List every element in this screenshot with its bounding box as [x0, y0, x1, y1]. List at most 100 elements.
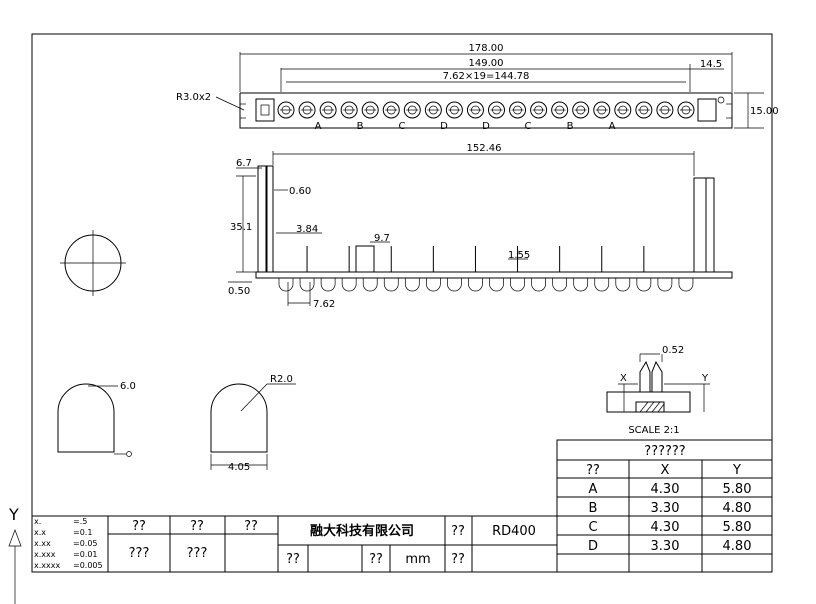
tol-5-label: x.xxxx	[34, 561, 60, 570]
tol-1-value: =.5	[73, 517, 87, 526]
scale-label: SCALE 2:1	[628, 425, 679, 436]
side-pin	[299, 246, 315, 292]
dim-small-height: 1.55	[508, 250, 530, 261]
pin-hole	[403, 101, 421, 119]
side-pin	[636, 246, 652, 292]
dim-tab-width: 3.84	[296, 224, 318, 235]
side-pin	[447, 278, 462, 292]
pin-tip-detail-2: R2.0 4.05	[210, 374, 296, 473]
coord-header-y: Y	[732, 463, 741, 478]
pin-hole	[382, 101, 400, 119]
pin-hole	[572, 101, 590, 119]
side-pin	[615, 278, 631, 292]
pin-hole	[361, 101, 379, 119]
tol-4-value: =0.01	[73, 550, 98, 559]
coordinate-table: ?????? ?? X Y A 4.30 5.80 B 3.30 4.80 C …	[556, 439, 773, 573]
coord-row-a-y: 5.80	[723, 482, 752, 497]
dim-side-height: 35.1	[230, 222, 252, 233]
pin-hole	[635, 101, 653, 119]
tol-2-value: =0.1	[73, 528, 92, 537]
tb-label-a: ??	[451, 524, 465, 539]
coord-row-b-label: B	[589, 501, 598, 516]
coord-row-c-x: 4.30	[651, 520, 680, 535]
tol-2-label: x.x	[34, 528, 46, 537]
dim-pin-height: 9.7	[374, 233, 390, 244]
dim-base: 0.50	[228, 286, 250, 297]
side-pin	[573, 278, 589, 292]
dim-radius-note: R3.0x2	[176, 92, 211, 103]
side-pin	[278, 278, 294, 292]
pin-hole	[466, 101, 484, 119]
pin-hole	[277, 101, 295, 119]
pin-hole	[530, 101, 548, 119]
pin-hole	[614, 101, 632, 119]
tb-header-2: ??	[190, 519, 204, 534]
pin-hole	[551, 101, 569, 119]
tb-label-d: ??	[451, 552, 465, 567]
dim-pitch: 7.62	[313, 299, 335, 310]
side-pin	[404, 278, 420, 292]
top-dimensions: 178.00 149.00 7.62×19=144.78 14.5 15.00 …	[176, 43, 779, 129]
side-pin	[426, 246, 441, 292]
side-pin	[552, 246, 567, 292]
pin-hole	[445, 101, 463, 119]
coord-row-b-y: 4.80	[723, 501, 752, 516]
tb-header-1: ??	[132, 519, 146, 534]
top-group-label: B	[567, 121, 574, 132]
dim-side-length: 152.46	[467, 143, 502, 154]
side-view	[255, 165, 733, 292]
tol-3-label: x.xx	[34, 539, 51, 548]
scale-detail: 0.52 X Y SCALE 2:1	[606, 345, 710, 436]
coord-header-x: X	[661, 463, 670, 478]
ucs-icon: Y	[8, 505, 22, 604]
top-group-label: D	[440, 121, 448, 132]
dim-pitch-formula: 7.62×19=144.78	[443, 71, 530, 82]
side-pin	[468, 246, 483, 292]
dim-side-offset: 6.7	[236, 158, 252, 169]
tb-row-1: ???	[129, 546, 150, 561]
top-group-label: C	[399, 121, 406, 132]
detail-x-label: X	[620, 373, 627, 384]
side-pin	[531, 278, 546, 292]
detail-y-label: Y	[701, 373, 709, 384]
pin-hole	[340, 101, 358, 119]
pin-hole	[319, 101, 337, 119]
side-dimensions: 152.46 6.7 0.60 35.1 3.84 9.7 1.55 0.50 …	[228, 143, 695, 310]
dim-overall-length: 178.00	[469, 43, 504, 54]
dim-height: 15.00	[750, 106, 779, 117]
pin-hole	[656, 101, 674, 119]
top-group-label: B	[357, 121, 364, 132]
dim-tip-radius-1: 6.0	[120, 381, 136, 392]
tb-label-b: ??	[286, 552, 300, 567]
side-pin	[657, 278, 673, 292]
dim-tip-radius-2: R2.0	[270, 374, 293, 385]
coord-row-a-label: A	[589, 482, 598, 497]
tb-label-c: ??	[369, 552, 383, 567]
tb-company: 融大科技有限公司	[310, 523, 414, 539]
coord-row-c-y: 5.80	[723, 520, 752, 535]
dim-detail-width: 0.52	[662, 345, 684, 356]
dim-pin-span: 149.00	[469, 58, 504, 69]
pin-hole	[298, 101, 316, 119]
pin-hole	[424, 101, 442, 119]
coord-row-c-label: C	[588, 520, 597, 535]
pin-hole	[509, 101, 527, 119]
side-pin	[383, 246, 399, 292]
coord-row-d-y: 4.80	[723, 539, 752, 554]
tol-3-value: =0.05	[73, 539, 98, 548]
tol-5-value: =0.005	[73, 561, 103, 570]
pin-hole	[488, 101, 505, 119]
pin-tip-detail-1: 6.0	[57, 381, 136, 457]
coord-row-d-x: 3.30	[651, 539, 680, 554]
coord-table-title: ??????	[644, 444, 685, 459]
side-pin-row	[278, 246, 694, 292]
pin-hole	[593, 101, 611, 119]
side-pin	[341, 246, 357, 292]
coord-row-d-label: D	[588, 539, 598, 554]
side-pin	[320, 278, 336, 292]
tol-4-label: x.xxx	[34, 550, 56, 559]
circle-detail	[60, 230, 126, 296]
dim-end-offset: 14.5	[700, 59, 722, 70]
